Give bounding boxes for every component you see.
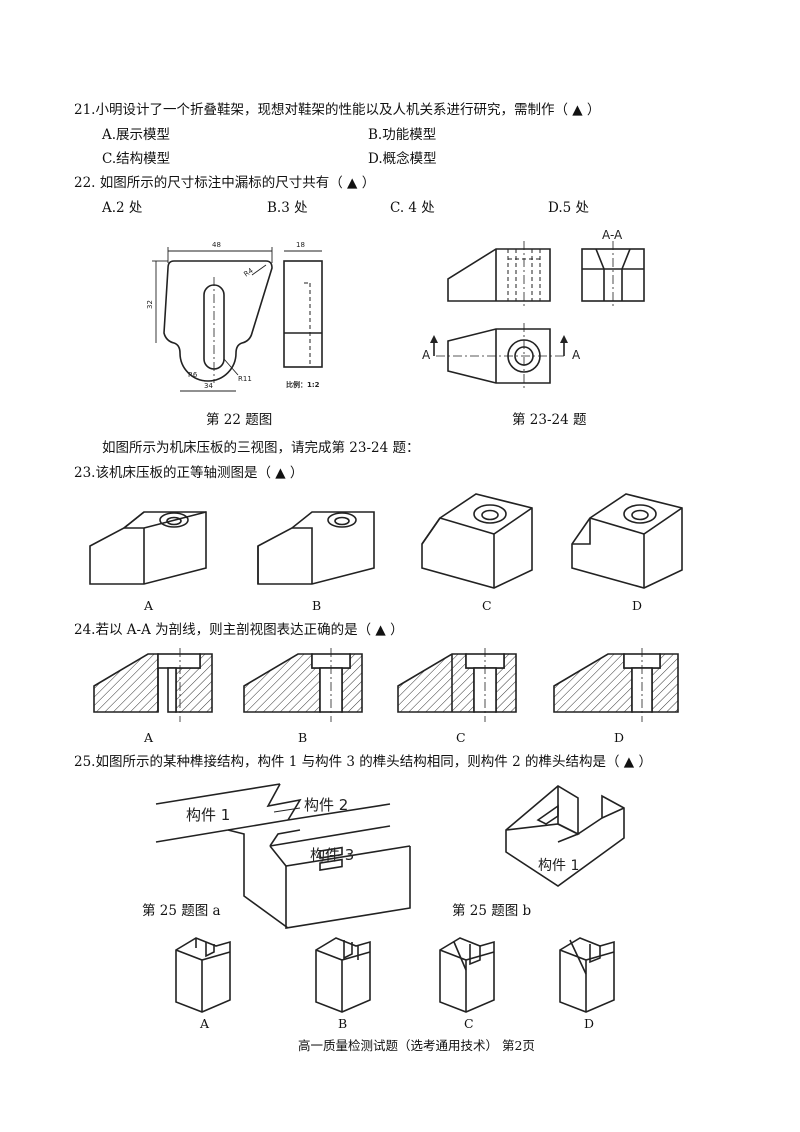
- fig25a-caption: 第 25 题图 a: [142, 903, 221, 919]
- q23-stem: 23.该机床压板的正等轴测图是（ ▲ ）: [74, 465, 304, 481]
- part3-label: 构件 3: [310, 846, 354, 864]
- q23-option-c-drawing: [421, 493, 533, 589]
- q24-label-a: A: [144, 730, 154, 745]
- q24-stem: 24.若以 A-A 为剖线，则主剖视图表达正确的是（ ▲ ）: [74, 622, 404, 638]
- q22-option-b: B.3 处: [267, 200, 308, 216]
- dim-r4: R4: [242, 266, 255, 278]
- q23-option-d-drawing: [571, 493, 683, 589]
- q24-option-d-drawing: [553, 648, 679, 722]
- q23-label-b: B: [312, 598, 322, 613]
- fig25a-drawing: 构件 1 构件 2 构件 3: [155, 783, 411, 929]
- q21-option-c: C.结构模型: [102, 151, 171, 167]
- q22-option-d: D.5 处: [548, 200, 590, 216]
- dim-34: 34: [204, 382, 213, 390]
- section-aa-title: A-A: [602, 228, 623, 242]
- q23-option-b-drawing: [257, 511, 375, 585]
- fig22-drawing: 48 32 R4 R6 R11 34 18 比例：1:2: [146, 241, 323, 392]
- dim-18: 18: [296, 241, 305, 249]
- arrow-a-left: A: [422, 348, 431, 362]
- part1-label: 构件 1: [186, 806, 230, 824]
- part1-b-label: 构件 1: [538, 858, 579, 874]
- q25-option-d-drawing: [559, 937, 615, 1013]
- q22-option-c: C. 4 处: [390, 200, 435, 216]
- q24-option-b-drawing: [243, 648, 363, 722]
- q24-label-c: C: [456, 730, 466, 745]
- q25-label-c: C: [464, 1016, 474, 1031]
- fig22-caption: 第 22 题图: [206, 412, 273, 428]
- q23-label-d: D: [632, 598, 643, 613]
- fig23-24-caption: 第 23-24 题: [512, 412, 587, 428]
- part2-label: 构件 2: [304, 796, 348, 814]
- q25-label-d: D: [584, 1016, 595, 1031]
- q25-option-c-drawing: [439, 937, 495, 1013]
- page-footer: 高一质量检测试题（选考通用技术） 第2页: [298, 1038, 535, 1053]
- dim-r6: R6: [188, 371, 198, 379]
- q22-option-a: A.2 处: [102, 200, 143, 216]
- q21-option-a: A.展示模型: [102, 127, 171, 143]
- q25-option-b-drawing: [315, 937, 371, 1013]
- intro-text: 如图所示为机床压板的三视图，请完成第 23-24 题：: [102, 440, 420, 456]
- q24-label-d: D: [614, 730, 625, 745]
- q22-stem: 22. 如图所示的尺寸标注中漏标的尺寸共有（ ▲ ）: [74, 175, 376, 191]
- q24-option-a-drawing: [93, 648, 213, 722]
- q21-option-b: B.功能模型: [368, 127, 437, 143]
- q23-option-a-drawing: [89, 511, 207, 585]
- q25-label-b: B: [338, 1016, 348, 1031]
- q24-label-b: B: [298, 730, 308, 745]
- scale-label: 比例：1:2: [286, 380, 320, 389]
- dim-48: 48: [212, 241, 221, 249]
- dim-32: 32: [146, 300, 154, 309]
- q23-label-c: C: [482, 598, 492, 613]
- fig23-24-views: A-A A A: [422, 228, 645, 391]
- q23-label-a: A: [144, 598, 154, 613]
- q25-label-a: A: [200, 1016, 210, 1031]
- q25-option-a-drawing: [175, 937, 231, 1013]
- fig25b-caption: 第 25 题图 b: [452, 903, 532, 919]
- q25-stem: 25.如图所示的某种榫接结构，构件 1 与构件 3 的榫头结构相同，则构件 2 …: [74, 754, 652, 770]
- q21-option-d: D.概念模型: [368, 151, 437, 167]
- fig25b-drawing: 构件 1: [505, 785, 625, 887]
- q24-option-c-drawing: [397, 648, 517, 722]
- dim-r11: R11: [238, 375, 252, 383]
- arrow-a-right: A: [572, 348, 581, 362]
- q21-stem: 21.小明设计了一个折叠鞋架，现想对鞋架的性能以及人机关系进行研究，需制作（ ▲…: [74, 102, 601, 118]
